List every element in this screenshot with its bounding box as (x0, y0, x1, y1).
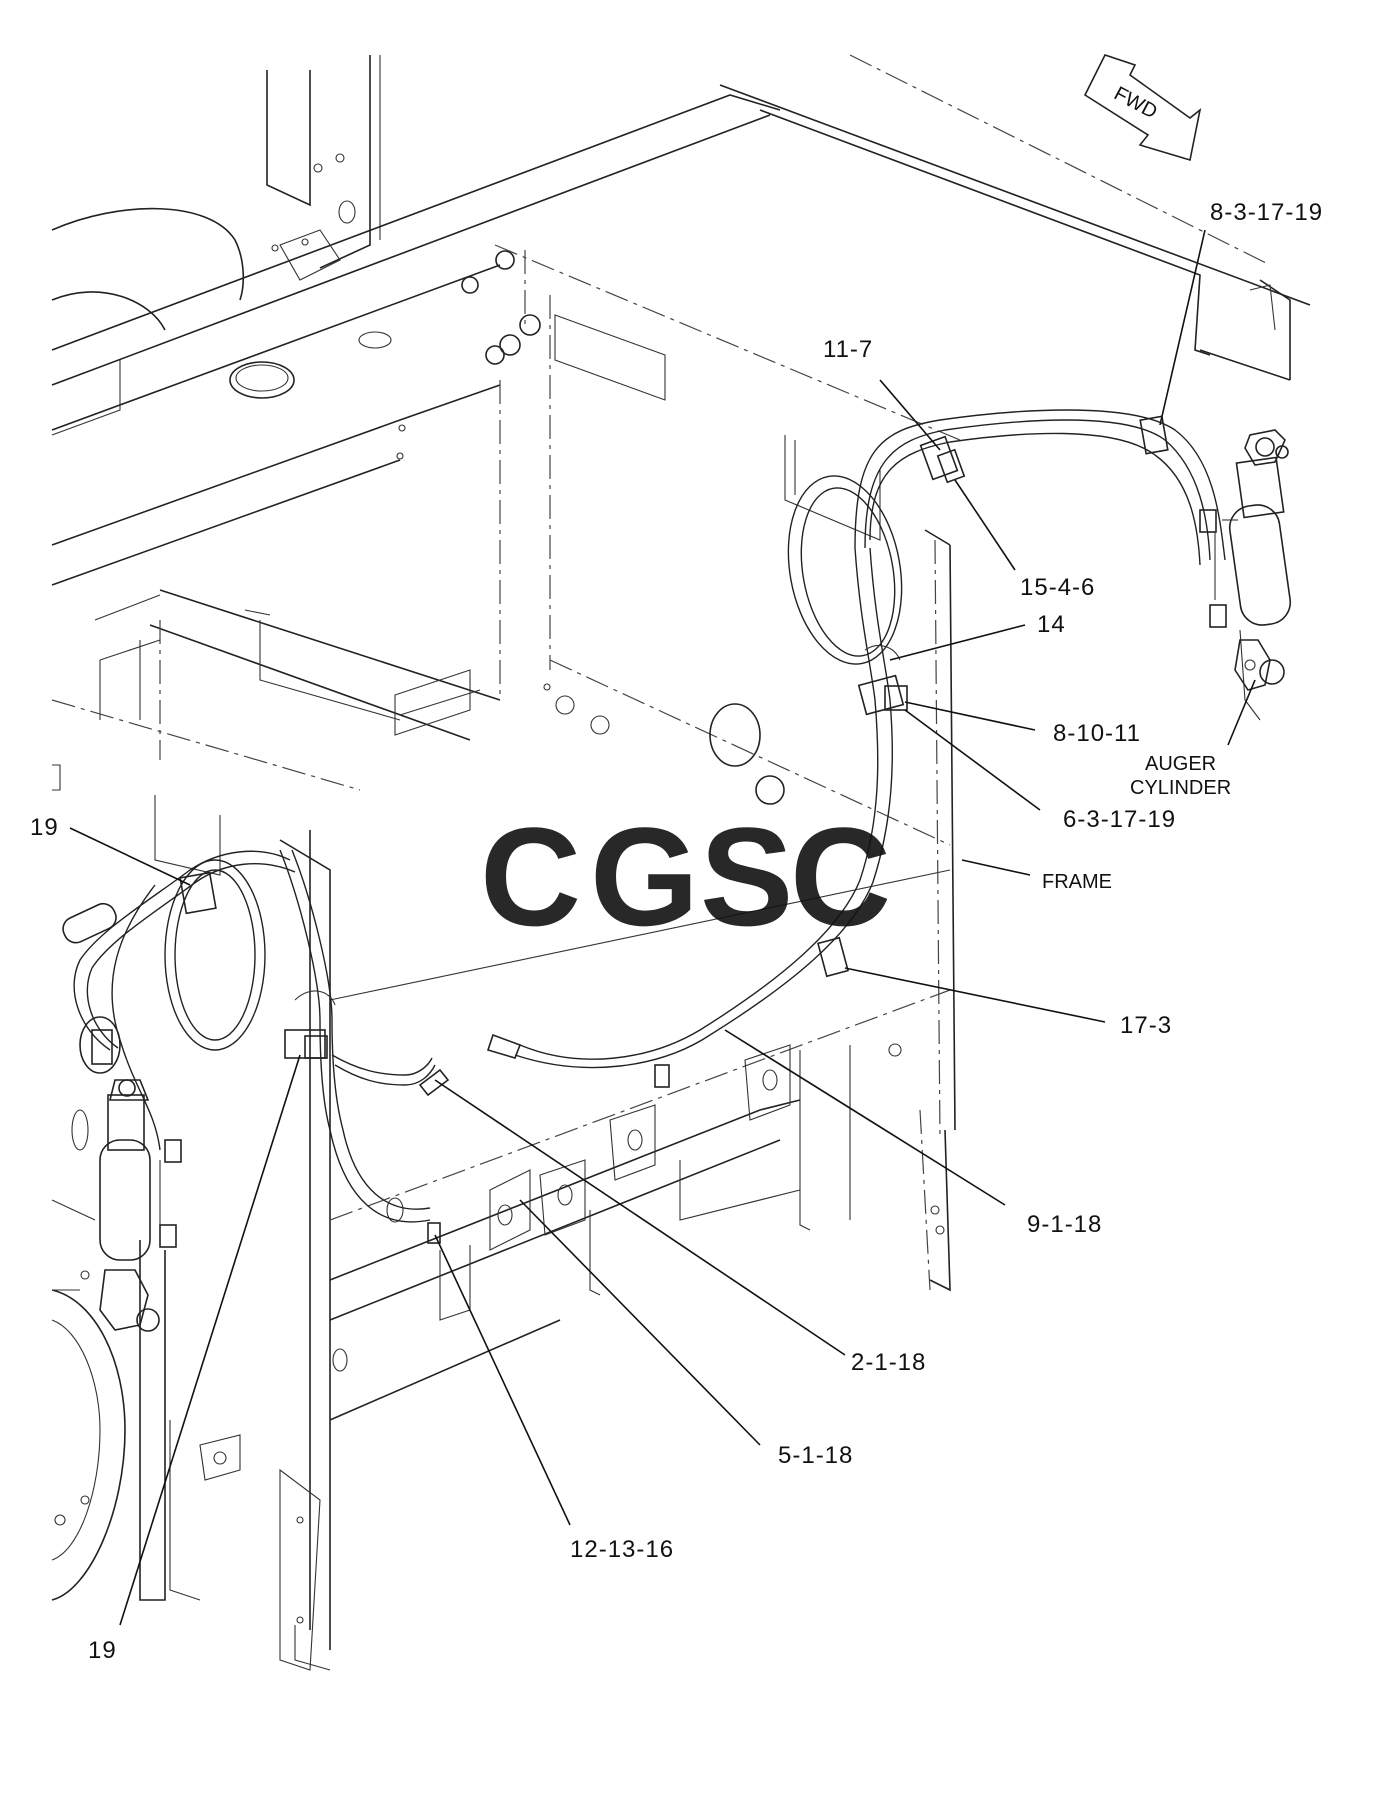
callout-8-3-17-19: 8-3-17-19 (1210, 199, 1323, 226)
leader-lines (69, 229, 1256, 1626)
watermark-letter-s: S (700, 798, 793, 955)
callout-19-bottom: 19 (88, 1637, 117, 1664)
auger-cylinder-right (1199, 429, 1292, 721)
callout-8-10-11: 8-10-11 (1053, 720, 1141, 747)
callout-19-top: 19 (30, 814, 59, 841)
callout-6-3-17-19: 6-3-17-19 (1063, 806, 1176, 833)
callout-auger-cylinder-line2: CYLINDER (1130, 777, 1231, 799)
watermark: C G S C (480, 798, 891, 955)
left-hose-assembly (62, 849, 450, 1244)
callout-11-7: 11-7 (823, 336, 873, 363)
right-hose-assembly (486, 409, 1226, 1088)
fwd-arrow-icon: FWD (1083, 54, 1202, 162)
callout-9-1-18: 9-1-18 (1027, 1211, 1102, 1238)
callout-12-13-16: 12-13-16 (570, 1536, 674, 1563)
callout-17-3: 17-3 (1120, 1012, 1172, 1039)
callout-labels: 8-3-17-19 11-7 15-4-6 14 8-10-11 AUGER C… (30, 199, 1323, 1664)
callout-frame: FRAME (1042, 871, 1112, 893)
callout-14: 14 (1037, 611, 1066, 638)
callout-15-4-6: 15-4-6 (1020, 574, 1095, 601)
callout-2-1-18: 2-1-18 (851, 1349, 926, 1376)
watermark-letter-g: G (590, 798, 699, 955)
watermark-letter-c1: C (480, 798, 581, 955)
fwd-label: FWD (1110, 83, 1161, 124)
callout-5-1-18: 5-1-18 (778, 1442, 853, 1469)
watermark-letter-c2: C (790, 798, 891, 955)
frame-structure (51, 54, 1311, 1671)
callout-auger-cylinder-line1: AUGER (1145, 753, 1216, 775)
cylinder-left (71, 1016, 182, 1332)
